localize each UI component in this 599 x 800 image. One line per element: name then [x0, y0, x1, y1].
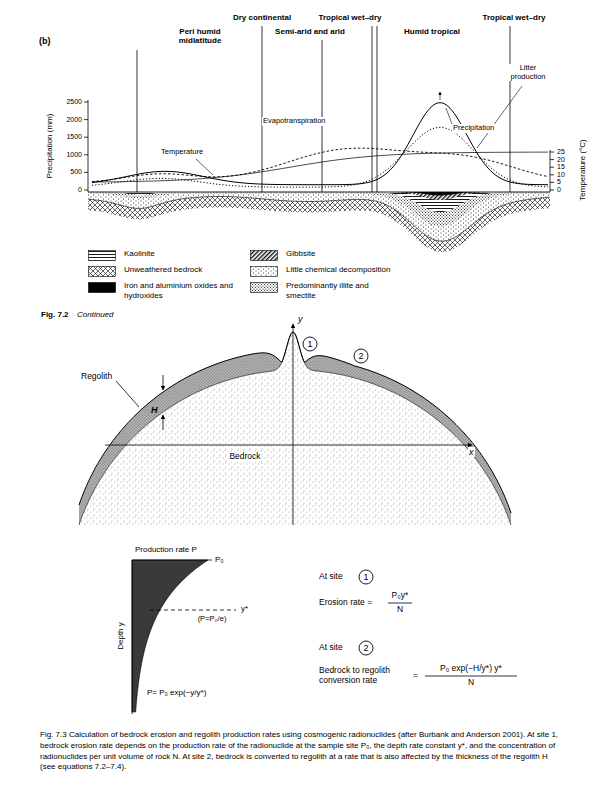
- precipitation-curve: [92, 103, 548, 185]
- value-label: y*: [240, 604, 249, 613]
- zone-label: Humid tropical: [403, 27, 461, 36]
- legend-swatch: [250, 266, 278, 277]
- legend-label: Unweathered bedrock: [124, 265, 236, 275]
- ground-surface: [88, 192, 550, 193]
- legend-swatch: [88, 282, 116, 293]
- curve-label: Precipitation: [452, 124, 495, 133]
- part-label: Bedrock: [228, 452, 261, 462]
- bedrock-surface: [79, 332, 511, 525]
- value-label: P₀: [214, 555, 225, 564]
- zone-label: Tropical wet–dry: [317, 13, 382, 22]
- bedrock-body: [79, 332, 511, 525]
- legend-label: Iron and aluminium oxides and hydroxides: [124, 281, 236, 300]
- axis-label: x: [468, 447, 475, 457]
- bedrock-layer: [88, 192, 550, 252]
- tick-label: 0: [556, 186, 562, 194]
- callout-number: 2: [358, 640, 374, 656]
- zone-label: Dry continental: [232, 13, 292, 22]
- little-decomposition-layer: [88, 192, 550, 241]
- panel-letter: (b): [38, 36, 52, 46]
- numerator: P₀ exp(−H/y*) y*: [439, 664, 503, 674]
- callout-number: 1: [358, 569, 374, 585]
- callout-number: 2: [353, 348, 369, 364]
- axis-title: Temperature (°C): [578, 138, 587, 201]
- tick-label: 2000: [65, 116, 83, 124]
- litter-curve: [92, 127, 548, 187]
- legend-label: Little chemical decomposition: [286, 265, 398, 275]
- part-label: Regolith: [80, 372, 113, 382]
- equation: Erosion rate =: [318, 598, 373, 608]
- callout-number: 1: [302, 336, 318, 352]
- axis-title: Production rate P: [134, 545, 198, 554]
- evapotranspiration-curve: [92, 148, 548, 181]
- denominator: N: [396, 605, 404, 615]
- zone-label: Tropical wet–dry: [481, 13, 546, 22]
- denominator: N: [467, 678, 475, 688]
- legend-label: Kaolinite: [124, 249, 236, 259]
- figure-number: Fig. 7.2: [40, 310, 70, 319]
- figure-note: Continued: [76, 310, 114, 319]
- curve-label: Temperature: [160, 148, 204, 157]
- bedrock-boundary: [88, 197, 550, 242]
- axis-title: Precipitation (mm): [45, 113, 54, 180]
- site-circle: 2: [353, 348, 369, 364]
- regolith-layer: [79, 332, 511, 525]
- legend-swatch: [88, 250, 116, 261]
- axis-label: y: [297, 314, 304, 324]
- hillslope-axes: [105, 324, 472, 525]
- tick-label: 1500: [65, 133, 83, 141]
- equation: Bedrock to regolith conversion rate: [318, 666, 412, 686]
- kaolinite-layer: [88, 192, 550, 212]
- oxide-layer: [88, 192, 550, 196]
- zone-label: Semi-arid and arid: [274, 27, 346, 36]
- illite-layer: [88, 192, 550, 227]
- curve-label: Litter production: [505, 64, 551, 81]
- production-rate-profile: [132, 560, 208, 712]
- figure-caption: Fig. 7.3 Calculation of bedrock erosion …: [40, 730, 560, 773]
- legend-swatch: [250, 250, 278, 261]
- site-circle: 2: [358, 640, 374, 656]
- equation: =: [412, 671, 419, 681]
- site-circle: 1: [358, 569, 374, 585]
- tick-label: 2500: [65, 98, 83, 106]
- production-profile-axes: [132, 560, 517, 714]
- legend-label: Predominantly illite and smectite: [286, 281, 398, 300]
- legend-label: Gibbsite: [286, 249, 398, 259]
- chart-axes: [84, 100, 554, 192]
- equation-heading: At site: [318, 572, 344, 582]
- curve-label: Evapotranspiration: [262, 117, 327, 126]
- tick-label: 1000: [65, 151, 83, 159]
- tick-label: 0: [77, 186, 83, 194]
- axis-title: Depth y: [116, 621, 125, 651]
- tick-label: 500: [69, 168, 83, 176]
- equation: (P=P₀/e): [197, 615, 228, 624]
- legend-swatch: [88, 266, 116, 277]
- dimension-label: H: [150, 405, 159, 415]
- legend-swatch: [250, 282, 278, 293]
- numerator: P₀y*: [391, 591, 410, 601]
- zone-label: Peri humid midlatitude: [168, 27, 232, 45]
- zone-boundaries: [137, 26, 510, 192]
- equation: P= P₀ exp(−y/y*): [146, 688, 207, 697]
- leader-lines: [196, 86, 522, 175]
- equation-heading: At site: [318, 643, 344, 653]
- gibbsite-layer: [88, 192, 550, 200]
- site-circle: 1: [302, 336, 318, 352]
- regolith-surface: [79, 332, 511, 513]
